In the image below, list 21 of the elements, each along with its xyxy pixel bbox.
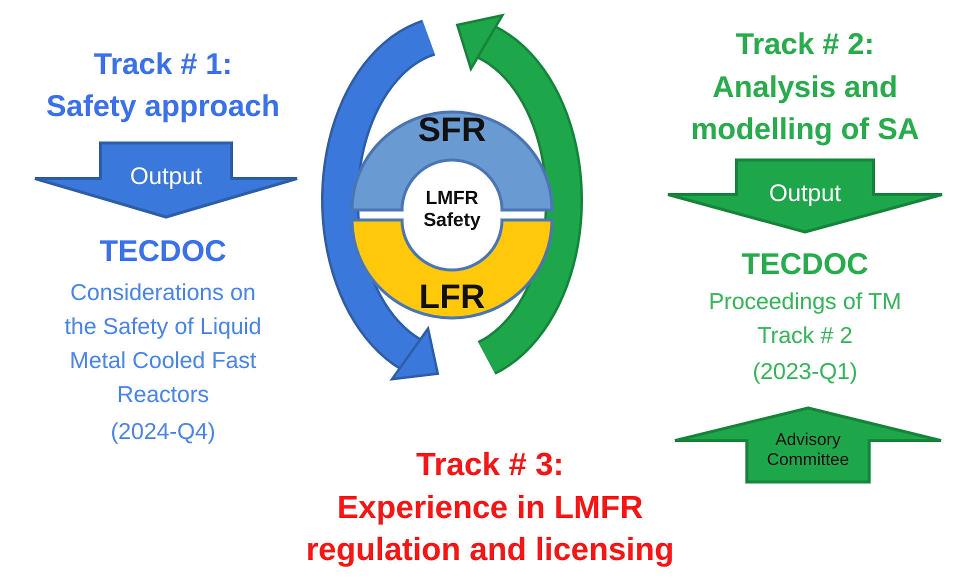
track-heading: Safety approach [45, 89, 281, 124]
report-date: (2023-Q1) [752, 358, 858, 386]
track-heading: Analysis and modelling of SA [690, 70, 920, 148]
output-arrow [668, 160, 942, 232]
node-label: Output [128, 163, 204, 191]
report-date: (2024-Q4) [110, 418, 216, 446]
output-arrow [35, 143, 297, 217]
track-heading: Experience in LMFR regulation and licensing [304, 488, 676, 569]
node-label: SFR [417, 111, 487, 150]
report-title: TECDOC [740, 247, 870, 282]
report-description: Considerations on the Safety of Liquid Metal Cooled Fast Reactors [64, 278, 262, 410]
report-title: TECDOC [98, 234, 228, 270]
report-description: Proceedings of TM Track # 2 [708, 287, 902, 350]
track-heading: Track # 1: [92, 47, 234, 82]
committee-arrow [675, 408, 941, 482]
track-heading: Track # 2: [734, 27, 876, 62]
node-label: LMFR Safety [422, 188, 482, 232]
track-heading: Track # 3: [415, 446, 565, 484]
node-label: Advisory Committee [766, 430, 850, 470]
node-label: LFR [418, 278, 486, 318]
node-label: Output [768, 180, 842, 208]
